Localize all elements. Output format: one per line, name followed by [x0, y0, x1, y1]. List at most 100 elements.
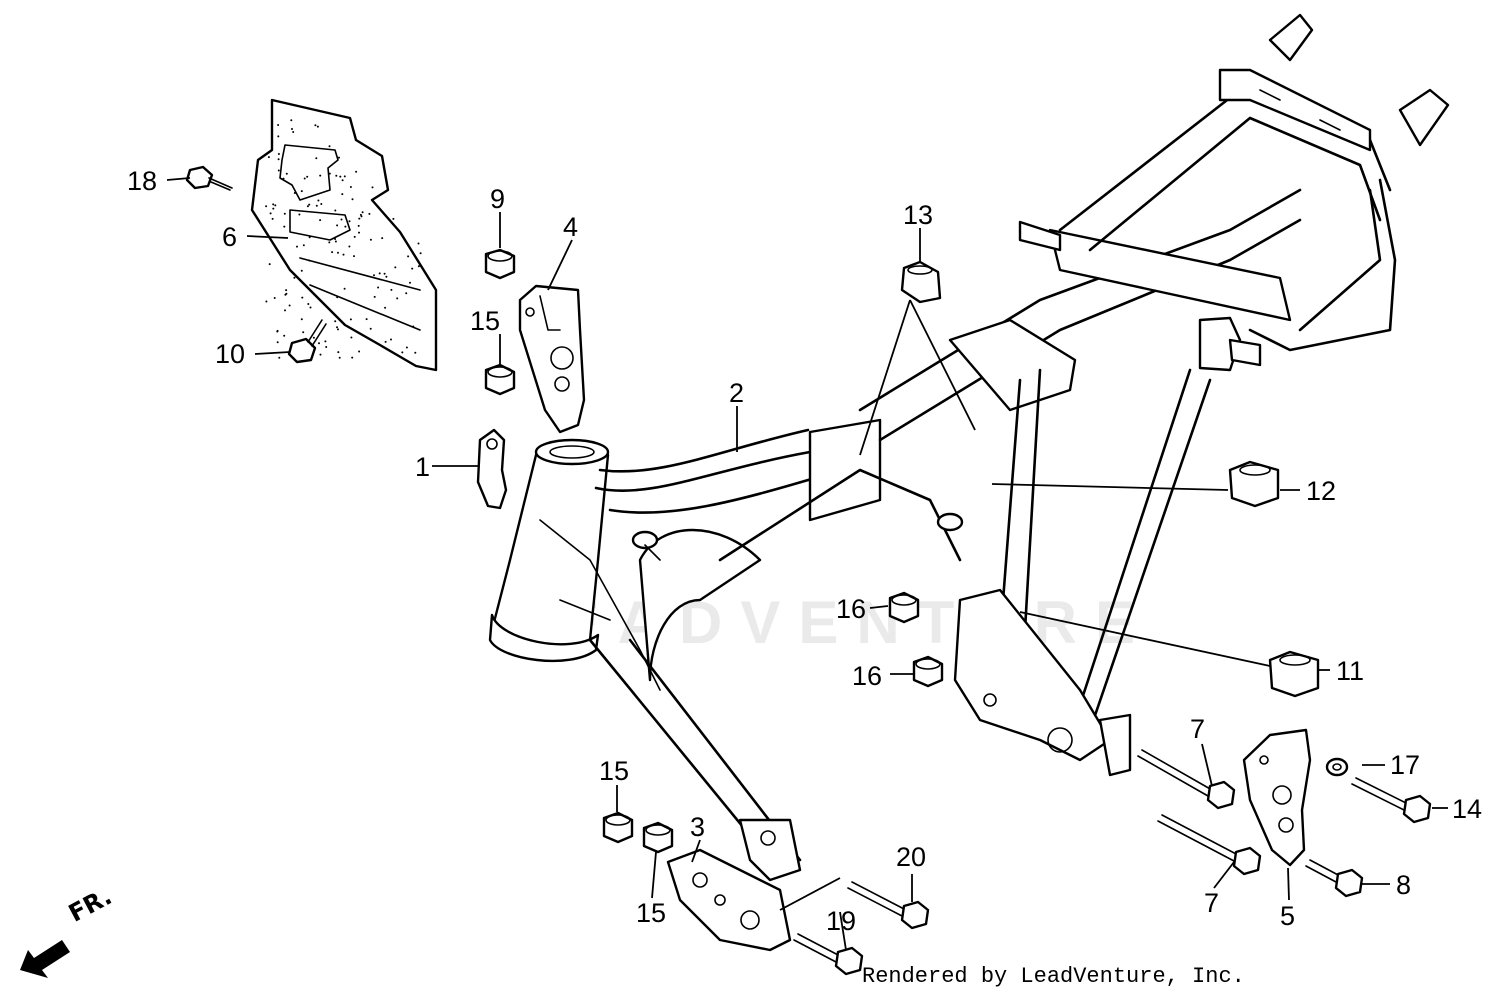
perforation-dot	[357, 224, 360, 227]
callout-13: 13	[903, 200, 933, 230]
nut-part-15-lower-right[interactable]	[642, 821, 674, 854]
perforation-dot	[291, 128, 293, 130]
perforation-dot	[283, 212, 286, 215]
callout-14: 14	[1452, 794, 1482, 824]
perforation-dot	[414, 351, 417, 354]
perforation-dot	[271, 217, 274, 220]
perforation-dot	[334, 320, 337, 323]
perforation-dot	[384, 306, 387, 309]
perforation-dot	[373, 295, 376, 298]
nut-part-15-lower-left[interactable]	[602, 811, 634, 844]
bracket-part-3[interactable]	[666, 848, 792, 952]
callout-15-upper: 15	[470, 306, 500, 336]
perforation-dot	[359, 213, 362, 216]
perforation-dot	[369, 327, 372, 330]
perforation-dot	[300, 190, 303, 193]
perforation-dot	[314, 124, 317, 127]
perforation-dot	[331, 251, 334, 254]
bolt-part-7-lower[interactable]	[1157, 814, 1262, 876]
perforation-dot	[417, 265, 420, 268]
perforation-dot	[368, 212, 371, 215]
perforation-dot	[285, 289, 288, 292]
perforation-dot	[288, 304, 291, 307]
nut-part-15-upper[interactable]	[484, 363, 516, 396]
perforation-dot	[340, 218, 343, 221]
perforation-dot	[358, 350, 361, 353]
perforation-dot	[328, 241, 331, 244]
perforation-dot	[385, 275, 388, 278]
perforation-dot	[335, 174, 338, 177]
callout-20: 20	[896, 842, 926, 872]
perforation-dot	[342, 253, 345, 256]
perforation-dot	[341, 193, 344, 196]
clip-part-13[interactable]	[900, 260, 942, 304]
clip-part-11[interactable]	[1268, 650, 1320, 698]
callout-3: 3	[690, 812, 705, 842]
heat-guard-perforations	[265, 119, 422, 359]
bracket-part-5[interactable]	[1242, 728, 1312, 867]
perforation-dot	[328, 172, 331, 175]
perforation-dot	[284, 309, 286, 312]
perforation-dot	[349, 318, 352, 321]
perforation-dot	[272, 203, 275, 206]
bolt-part-19[interactable]	[793, 933, 864, 976]
callout-16-lower: 16	[852, 661, 882, 691]
perforation-dot	[337, 351, 340, 354]
bracket-part-4[interactable]	[518, 284, 586, 434]
callout-5: 5	[1280, 901, 1295, 931]
perforation-dot	[283, 225, 286, 228]
perforation-dot	[293, 276, 296, 279]
perforation-dot	[348, 245, 351, 248]
perforation-dot	[373, 274, 375, 277]
bolt-part-20[interactable]	[847, 881, 930, 930]
perforation-dot	[328, 145, 331, 148]
perforation-dot	[319, 219, 322, 222]
perforation-dot	[419, 252, 422, 255]
washer-part-17[interactable]	[1325, 757, 1349, 777]
perforation-dot	[384, 340, 387, 343]
callout-15-lower-right: 15	[636, 898, 666, 928]
perforation-dot	[338, 156, 340, 159]
nut-part-16-upper[interactable]	[888, 591, 920, 624]
perforation-dot	[341, 179, 344, 182]
callout-2: 2	[729, 378, 744, 408]
clip-part-12[interactable]	[1228, 460, 1280, 508]
perforation-dot	[369, 238, 372, 241]
callout-9: 9	[490, 184, 505, 214]
main-frame-part-2[interactable]	[488, 13, 1450, 882]
bolt-part-14[interactable]	[1351, 777, 1432, 824]
heat-guard-part-6[interactable]	[250, 98, 438, 372]
callout-18: 18	[127, 166, 157, 196]
perforation-dot	[318, 342, 320, 345]
perforation-dot	[409, 281, 411, 284]
perforation-dot	[337, 328, 339, 331]
perforation-dot	[390, 338, 392, 341]
perforation-dot	[405, 292, 408, 295]
perforation-dot	[336, 326, 338, 329]
perforation-dot	[319, 174, 322, 177]
perforation-dot	[273, 297, 276, 299]
perforation-dot	[302, 331, 305, 334]
perforation-dot	[276, 330, 279, 333]
front-direction-arrow-icon	[20, 940, 70, 978]
perforation-dot	[306, 205, 309, 208]
bolt-part-10[interactable]	[287, 319, 327, 364]
render-credit: Rendered by LeadVenture, Inc.	[862, 964, 1245, 989]
perforation-dot	[383, 272, 386, 275]
perforation-dot	[377, 286, 380, 289]
bolt-part-8[interactable]	[1305, 859, 1364, 898]
nut-part-9[interactable]	[484, 248, 516, 280]
perforation-dot	[353, 255, 355, 258]
bolt-part-7-upper[interactable]	[1137, 749, 1236, 810]
perforation-dot	[355, 170, 358, 173]
perforation-dot	[277, 158, 280, 161]
perforation-dot	[390, 288, 393, 291]
perforation-dot	[308, 203, 311, 206]
clip-part-1[interactable]	[476, 428, 508, 510]
perforation-dot	[353, 235, 356, 238]
callout-19: 19	[826, 906, 856, 936]
perforation-dot	[361, 211, 364, 214]
bolt-part-18[interactable]	[185, 165, 233, 191]
nut-part-16-lower[interactable]	[912, 655, 944, 688]
callout-8: 8	[1396, 870, 1411, 900]
